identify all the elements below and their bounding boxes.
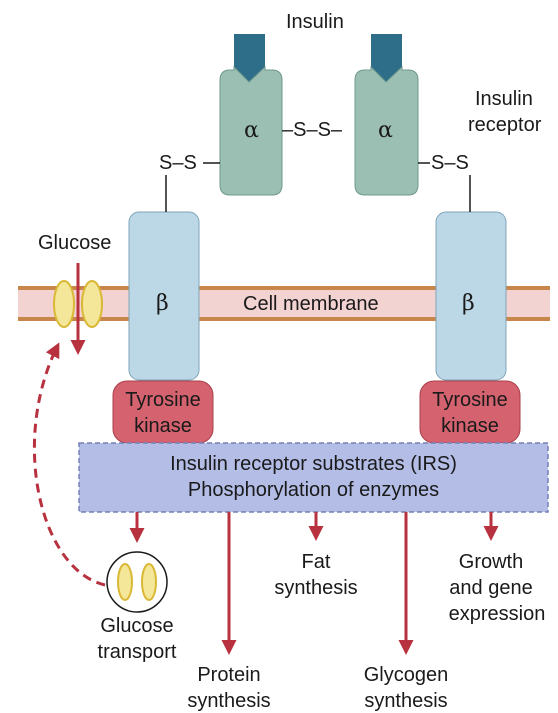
alpha-right-symbol: α <box>378 118 393 143</box>
glucose-transport-line1: Glucose <box>100 615 174 637</box>
glucose-transport-vesicle <box>106 551 168 613</box>
tyrosine-kinase-left-line1: Tyrosine <box>125 389 201 411</box>
insulin-label: Insulin <box>286 11 344 33</box>
insulin-molecule-right <box>371 34 402 82</box>
fat-synthesis-line1: Fat <box>301 551 331 573</box>
insulin-molecule-left <box>234 34 265 82</box>
irs-box <box>78 442 549 513</box>
glycogen-synthesis-line1: Glycogen <box>363 664 449 686</box>
tyrosine-kinase-right-line1: Tyrosine <box>432 389 508 411</box>
receptor-label-line1: Insulin <box>475 88 533 110</box>
beta-subunit-left <box>128 211 200 381</box>
fat-synthesis-line2: synthesis <box>274 577 358 599</box>
membrane-label: Cell membrane <box>243 293 379 315</box>
glycogen-synthesis-line2: synthesis <box>364 690 448 712</box>
glucose-channel <box>53 280 103 328</box>
alpha-left-symbol: α <box>244 118 259 143</box>
growth-gene-line3: expression <box>448 603 546 625</box>
alpha-subunit-left <box>219 65 283 196</box>
disulfide-right-label: S–S <box>431 152 469 174</box>
glucose-label: Glucose <box>38 232 112 254</box>
glucose-transport-line2: transport <box>97 641 177 663</box>
output-arrows <box>129 512 499 655</box>
irs-line2: Phosphorylation of enzymes <box>187 479 440 501</box>
beta-left-symbol: β <box>156 291 169 316</box>
tyrosine-kinase-left-line2: kinase <box>134 415 192 437</box>
growth-gene-line1: Growth <box>458 551 524 573</box>
disulfide-connectors <box>165 162 471 212</box>
beta-right-symbol: β <box>462 291 475 316</box>
inner-disulfide-label: –S–S– <box>282 119 343 141</box>
receptor-label-line2: receptor <box>468 114 542 136</box>
disulfide-left-label: S–S <box>159 152 197 174</box>
protein-synthesis-line1: Protein <box>197 664 261 686</box>
protein-synthesis-line2: synthesis <box>187 690 271 712</box>
glucose-transport-recycle-arrow <box>32 342 106 587</box>
beta-subunit-right <box>435 211 507 381</box>
tyrosine-kinase-right-line2: kinase <box>441 415 499 437</box>
alpha-subunit-right <box>354 65 419 196</box>
growth-gene-line2: and gene <box>449 577 533 599</box>
irs-line1: Insulin receptor substrates (IRS) <box>170 453 457 475</box>
